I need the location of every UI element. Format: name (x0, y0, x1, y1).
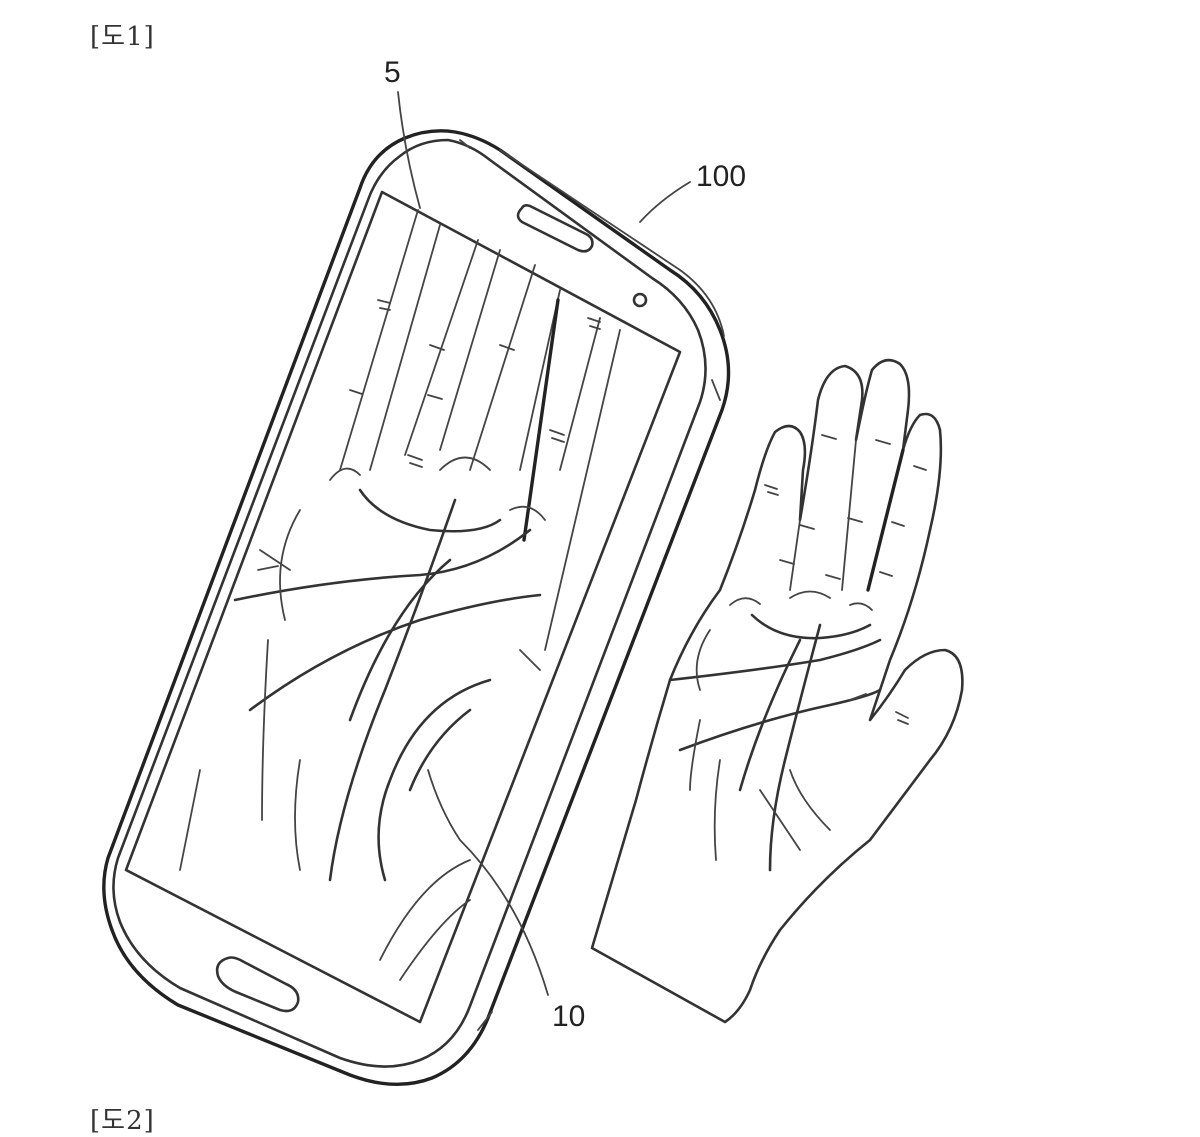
open-palm-icon (590, 358, 964, 1024)
front-camera-icon (632, 292, 648, 308)
figure-tag-top: [도1] (90, 22, 155, 52)
leader-line-5 (397, 91, 421, 209)
leader-line-10 (427, 769, 549, 996)
screen-palm-image (179, 209, 621, 981)
leader-line-100 (639, 181, 691, 223)
ref-numeral-screen: 5 (384, 56, 401, 89)
ref-numeral-palm-image: 10 (552, 1000, 585, 1033)
home-button-icon (215, 956, 300, 1013)
smartphone-icon (102, 129, 731, 1086)
ref-numeral-device: 100 (696, 160, 746, 193)
earpiece-icon (516, 204, 594, 253)
